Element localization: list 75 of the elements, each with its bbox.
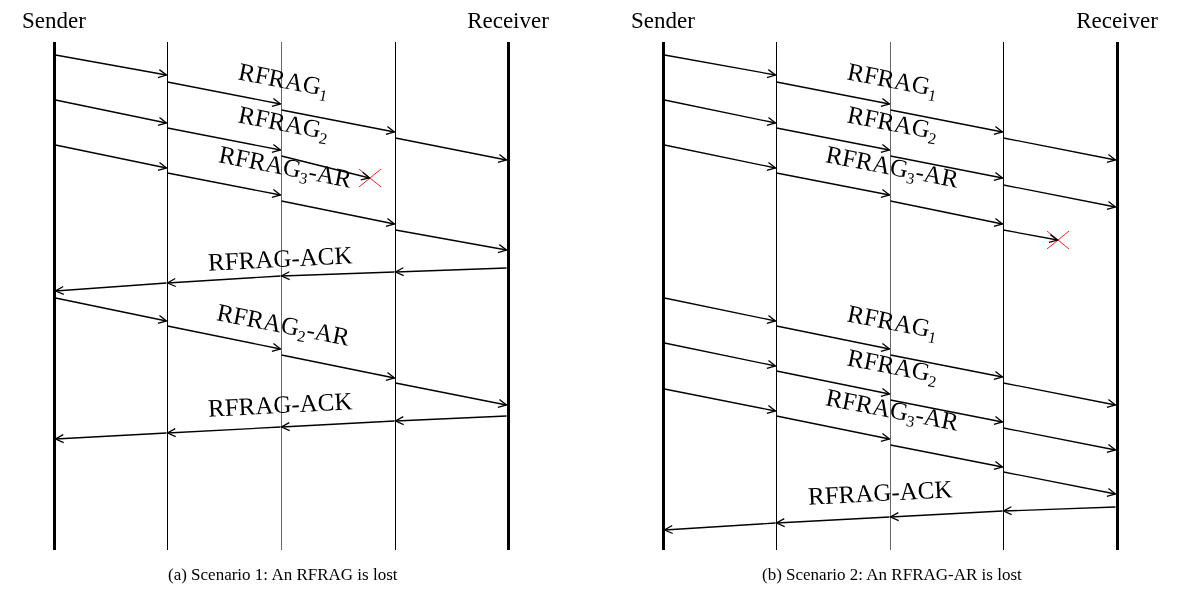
arrow	[775, 325, 891, 352]
loss-cross-mark	[359, 169, 381, 187]
arrow	[1002, 471, 1117, 498]
message-label: RFRAG$_{2}$	[235, 101, 330, 145]
participant-label: Receiver	[1075, 8, 1159, 34]
message-label: RFRAG$_{2}$	[844, 101, 939, 145]
arrow	[280, 200, 396, 227]
arrow	[889, 444, 1004, 471]
arrow	[663, 342, 777, 369]
message-label: RFRAG$_{1}$	[235, 58, 330, 102]
arrow	[54, 432, 168, 444]
lifeline	[1002, 42, 1004, 550]
lifeline	[775, 42, 777, 550]
arrow	[166, 81, 282, 108]
arrow	[280, 420, 396, 432]
message-label: RFRAG-ACK	[207, 388, 354, 422]
arrow	[1002, 427, 1117, 454]
arrow	[889, 354, 1004, 381]
arrow	[394, 267, 508, 277]
arrow	[889, 155, 1004, 182]
arrow	[54, 297, 168, 324]
arrow	[775, 127, 891, 154]
arrow	[54, 144, 168, 171]
participant-label: Sender	[21, 8, 87, 34]
arrow	[394, 382, 508, 408]
loss-cross-mark	[1047, 231, 1069, 249]
arrow	[775, 370, 891, 397]
arrow	[394, 415, 508, 426]
lifeline	[394, 42, 396, 550]
arrow	[1002, 184, 1117, 211]
arrow	[1002, 382, 1117, 409]
arrow	[889, 510, 1004, 522]
arrow	[663, 297, 777, 324]
arrow	[280, 155, 371, 181]
arrow	[1002, 137, 1117, 164]
arrow	[54, 99, 168, 126]
arrow	[54, 282, 168, 296]
participant-label: Receiver	[466, 8, 550, 34]
arrow	[775, 516, 891, 528]
arrow	[663, 54, 777, 79]
message-label: RFRAG$_{2}$	[844, 344, 939, 388]
message-label: RFRAG-ACK	[807, 476, 954, 510]
message-label: RFRAG$_{1}$	[844, 300, 939, 344]
arrow	[775, 81, 891, 108]
arrow	[54, 54, 168, 79]
arrow	[889, 399, 1004, 426]
lifeline	[889, 42, 891, 550]
arrow	[663, 522, 777, 535]
lifeline	[166, 42, 168, 550]
arrow	[663, 99, 777, 126]
arrow	[1002, 229, 1059, 244]
arrow	[394, 229, 508, 254]
arrow	[775, 415, 891, 442]
message-label: RFRAG-ACK	[207, 242, 354, 276]
participant-label: Sender	[630, 8, 696, 34]
message-label: RFRAG$_{1}$	[844, 58, 939, 102]
arrow	[166, 325, 282, 352]
arrow	[394, 137, 508, 163]
caption: (a) Scenario 1: An RFRAG is lost	[168, 565, 398, 585]
arrow	[166, 426, 282, 438]
arrow	[889, 109, 1004, 136]
arrow	[889, 200, 1004, 227]
arrow	[1002, 506, 1117, 516]
arrow	[663, 144, 777, 171]
arrow	[775, 172, 891, 199]
arrow	[663, 388, 777, 414]
caption: (b) Scenario 2: An RFRAG-AR is lost	[762, 565, 1022, 585]
arrow	[166, 275, 282, 288]
arrow	[280, 109, 396, 136]
message-label: RFRAG$_{2}$-AR	[214, 299, 352, 351]
arrow	[280, 271, 396, 281]
arrow	[166, 127, 282, 154]
lifeline	[280, 42, 282, 550]
arrow	[280, 354, 396, 381]
arrow	[166, 172, 282, 199]
